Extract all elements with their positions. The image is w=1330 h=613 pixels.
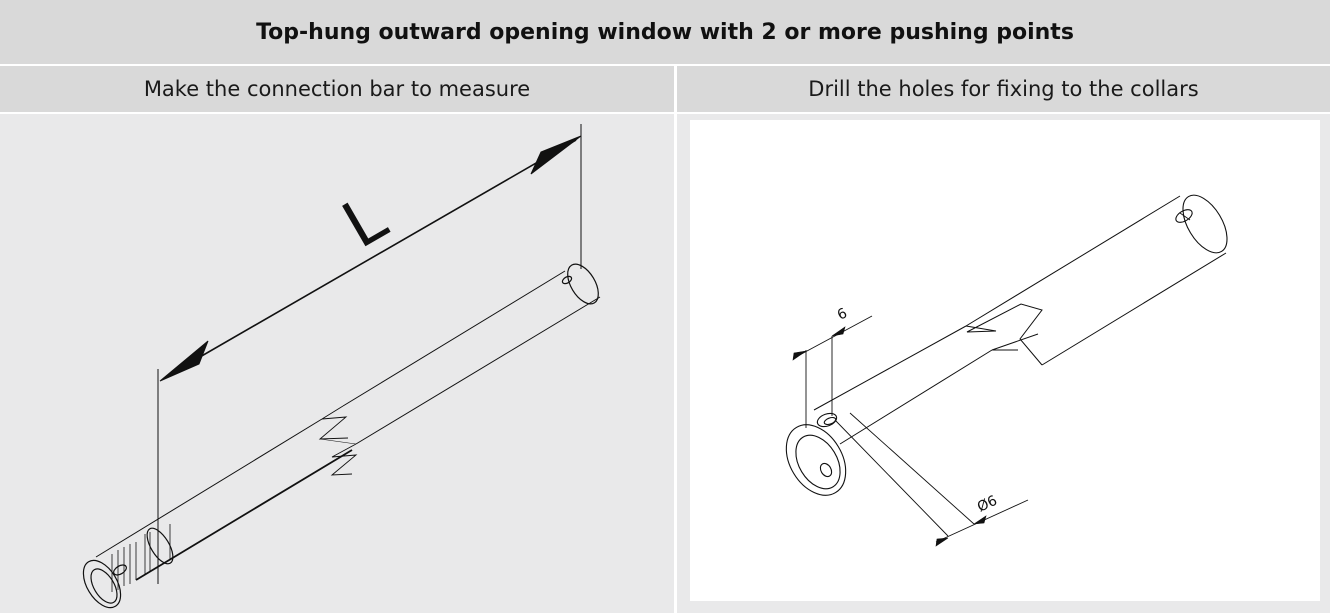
column-header-left: Make the connection bar to measure [0, 66, 674, 112]
drawing-area: 6 Ø6 [690, 120, 1320, 601]
column-header-right: Drill the holes for fixing to the collar… [677, 66, 1330, 112]
page-title: Top-hung outward opening window with 2 o… [0, 0, 1330, 66]
left-panel: L [0, 114, 674, 613]
dimension-label-spacing: 6 [835, 305, 850, 323]
dimension-label-l: L [331, 181, 399, 263]
drilled-bar-drawing: 6 Ø6 [785, 194, 1228, 547]
connection-bar-drawing: L [82, 124, 601, 609]
right-panel: 6 Ø6 [677, 114, 1330, 613]
dimension-label-diameter: Ø6 [975, 493, 1000, 516]
